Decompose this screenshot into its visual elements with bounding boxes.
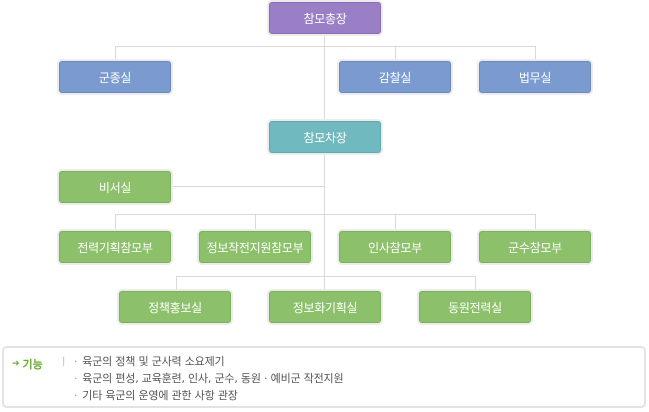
node-intel-ops-support: 정보작전지원참모부	[199, 231, 311, 263]
connector-line	[115, 46, 116, 61]
node-chaplain-office: 군종실	[59, 61, 171, 93]
node-inspector-office: 감찰실	[339, 61, 451, 93]
connector-line	[535, 46, 536, 61]
connector-line	[172, 186, 324, 187]
functions-title-label: 기능	[22, 358, 43, 371]
node-personnel: 인사참모부	[339, 231, 451, 263]
node-vice-chief-of-staff: 참모차장	[269, 121, 381, 153]
arrow-right-icon: ➔	[12, 359, 20, 369]
connector-line	[324, 34, 325, 299]
connector-line	[475, 276, 476, 291]
node-secretariat: 비서실	[59, 171, 171, 203]
functions-box: ➔ 기능 | 육군의 정책 및 군사력 소요제기 육군의 편성, 교육훈련, 인…	[2, 346, 646, 408]
connector-line	[176, 276, 476, 277]
connector-line	[255, 214, 256, 231]
node-force-planning: 전력기획참모부	[59, 231, 171, 263]
connector-line	[395, 46, 396, 61]
connector-line	[115, 46, 536, 47]
function-item: 육군의 편성, 교육훈련, 인사, 군수, 동원 · 예비군 작전지원	[74, 370, 343, 387]
function-item: 육군의 정책 및 군사력 소요제기	[74, 353, 343, 370]
connector-line	[535, 214, 536, 231]
node-info-planning: 정보화기획실	[269, 291, 381, 323]
node-legal-office: 법무실	[479, 61, 591, 93]
connector-line	[395, 214, 396, 231]
node-logistics: 군수참모부	[479, 231, 591, 263]
connector-line	[176, 276, 177, 291]
functions-title: ➔ 기능	[12, 356, 43, 372]
connector-line	[115, 214, 116, 231]
node-chief-of-staff: 참모총장	[269, 2, 381, 34]
node-policy-pr: 정책홍보실	[119, 291, 231, 323]
function-item: 기타 육군의 운영에 관한 사항 관장	[74, 387, 343, 404]
node-mobilization: 동원전력실	[419, 291, 531, 323]
functions-list: 육군의 정책 및 군사력 소요제기 육군의 편성, 교육훈련, 인사, 군수, …	[74, 353, 343, 404]
title-divider: |	[62, 356, 66, 367]
connector-line	[115, 214, 536, 215]
